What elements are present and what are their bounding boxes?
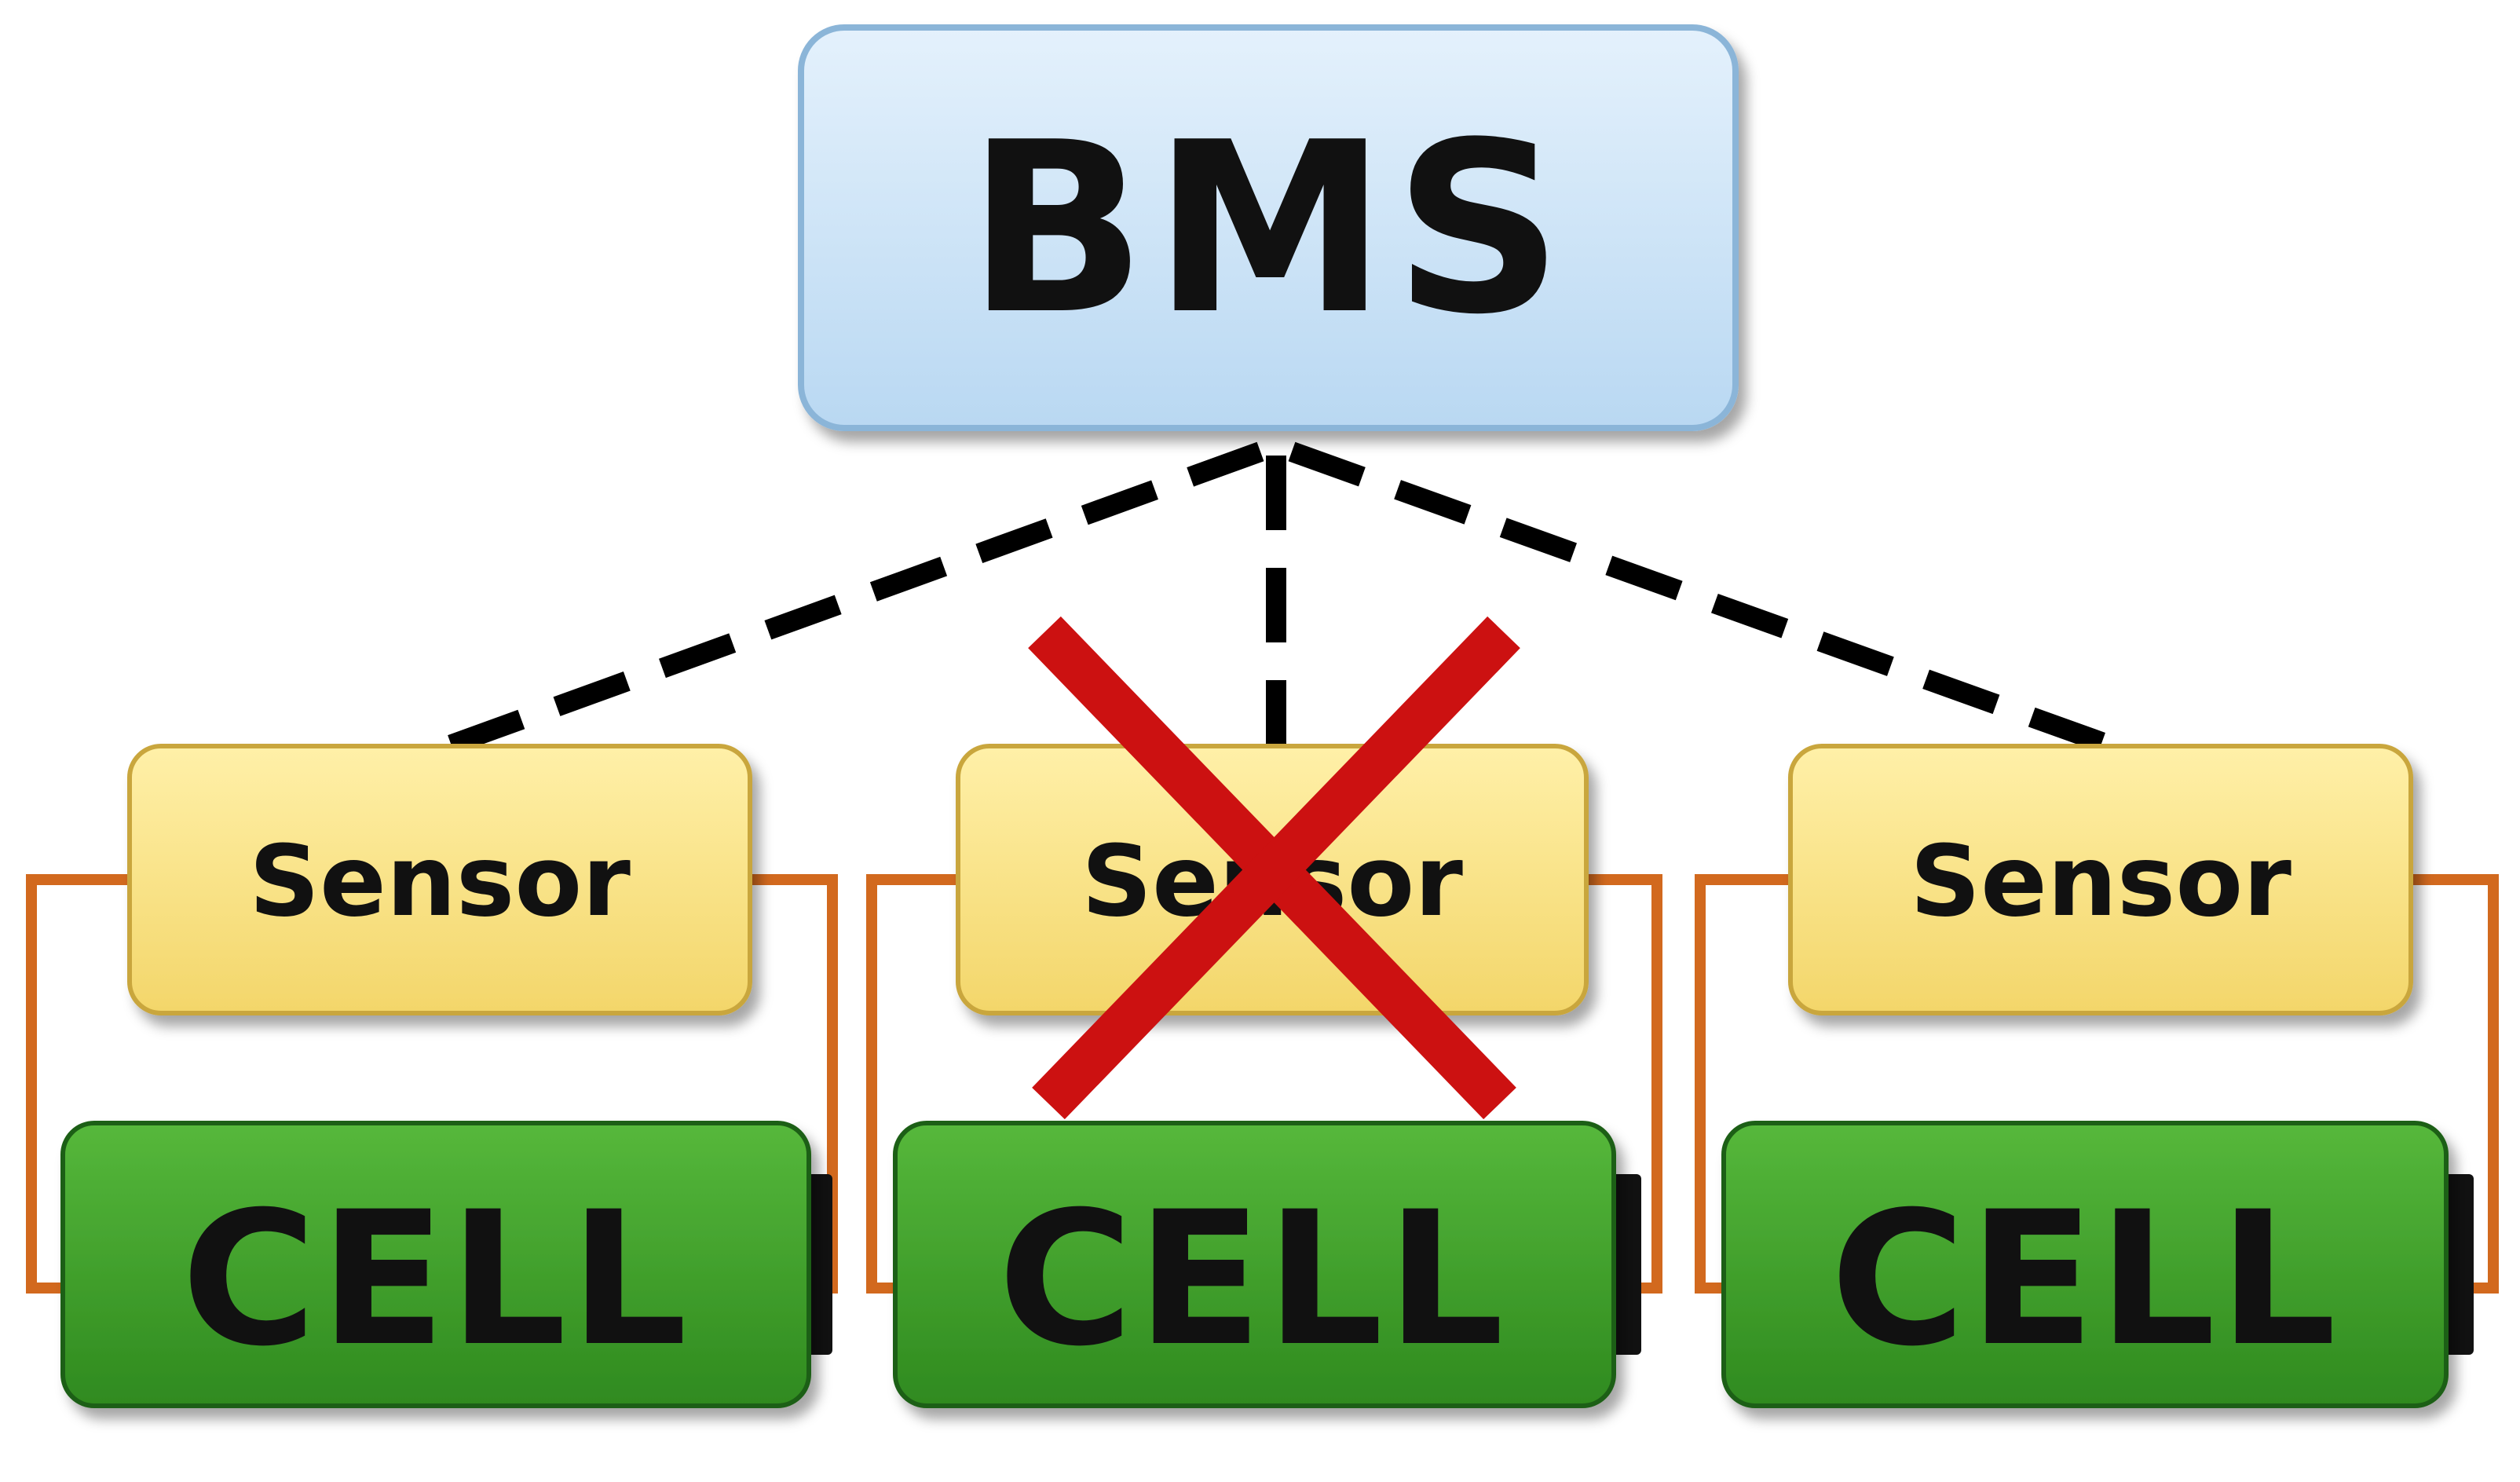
- bms-label: BMS: [967, 92, 1569, 366]
- sensor-label-1: Sensor: [249, 825, 631, 939]
- cell-label-3: CELL: [1831, 1173, 2339, 1387]
- cell-label-2: CELL: [998, 1173, 1507, 1387]
- sensor-box-1: [127, 744, 752, 1015]
- cell-label-1: CELL: [181, 1173, 690, 1387]
- communication-links: [444, 441, 2116, 756]
- cell-box-2: [893, 1121, 1616, 1408]
- wire-3: [1695, 874, 2499, 1294]
- sensor-label-3: Sensor: [1910, 825, 2291, 939]
- cell-terminal-3: [2442, 1174, 2474, 1355]
- module-3: Sensor CELL: [1695, 744, 2499, 1408]
- module-1: Sensor CELL: [26, 744, 838, 1408]
- link-bms-sensor-3: [1288, 441, 2116, 756]
- cell-terminal-2: [1610, 1174, 1641, 1355]
- sensor-box-3: [1788, 744, 2413, 1015]
- cell-box-1: [60, 1121, 811, 1408]
- bms-node: BMS: [798, 24, 1739, 431]
- wire-2: [866, 874, 1662, 1294]
- module-2: Sensor CELL: [866, 616, 1662, 1408]
- failure-x-mark: [1028, 616, 1520, 1120]
- cell-box-3: [1721, 1121, 2449, 1408]
- link-bms-sensor-1: [444, 441, 1264, 756]
- bms-box: [798, 24, 1739, 431]
